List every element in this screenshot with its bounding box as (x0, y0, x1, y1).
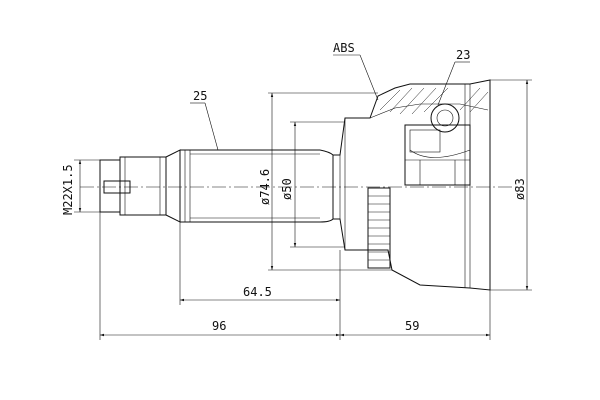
len-64-5-label: 64.5 (243, 285, 272, 299)
inner-race (404, 103, 471, 186)
leader-25: 25 (190, 89, 219, 151)
thread-stub (99, 149, 181, 223)
len-96-label: 96 (212, 319, 226, 333)
dim-dia-50: ø50 (280, 121, 345, 248)
dim-dia-74-6: ø74.6 (258, 92, 392, 271)
dia-50-label: ø50 (280, 178, 294, 200)
dim-len-59: 59 (340, 290, 491, 340)
dim-len-64-5: 64.5 (179, 222, 341, 305)
part-25-label: 25 (193, 89, 207, 103)
dim-thread: M22X1.5 (61, 159, 100, 215)
dia-83-label: ø83 (513, 178, 527, 200)
part-23-label: 23 (456, 48, 470, 62)
leader-23: 23 (437, 48, 470, 106)
thread-label: M22X1.5 (61, 164, 75, 215)
dia-74-6-label: ø74.6 (258, 169, 272, 205)
abs-ring (367, 187, 391, 269)
dim-dia-83: ø83 (490, 79, 532, 291)
dim-len-96: 96 (99, 212, 341, 340)
outer-housing (333, 79, 491, 291)
leader-abs: ABS (333, 41, 379, 101)
splined-shaft (180, 149, 334, 223)
len-59-label: 59 (405, 319, 419, 333)
abs-label: ABS (333, 41, 355, 55)
